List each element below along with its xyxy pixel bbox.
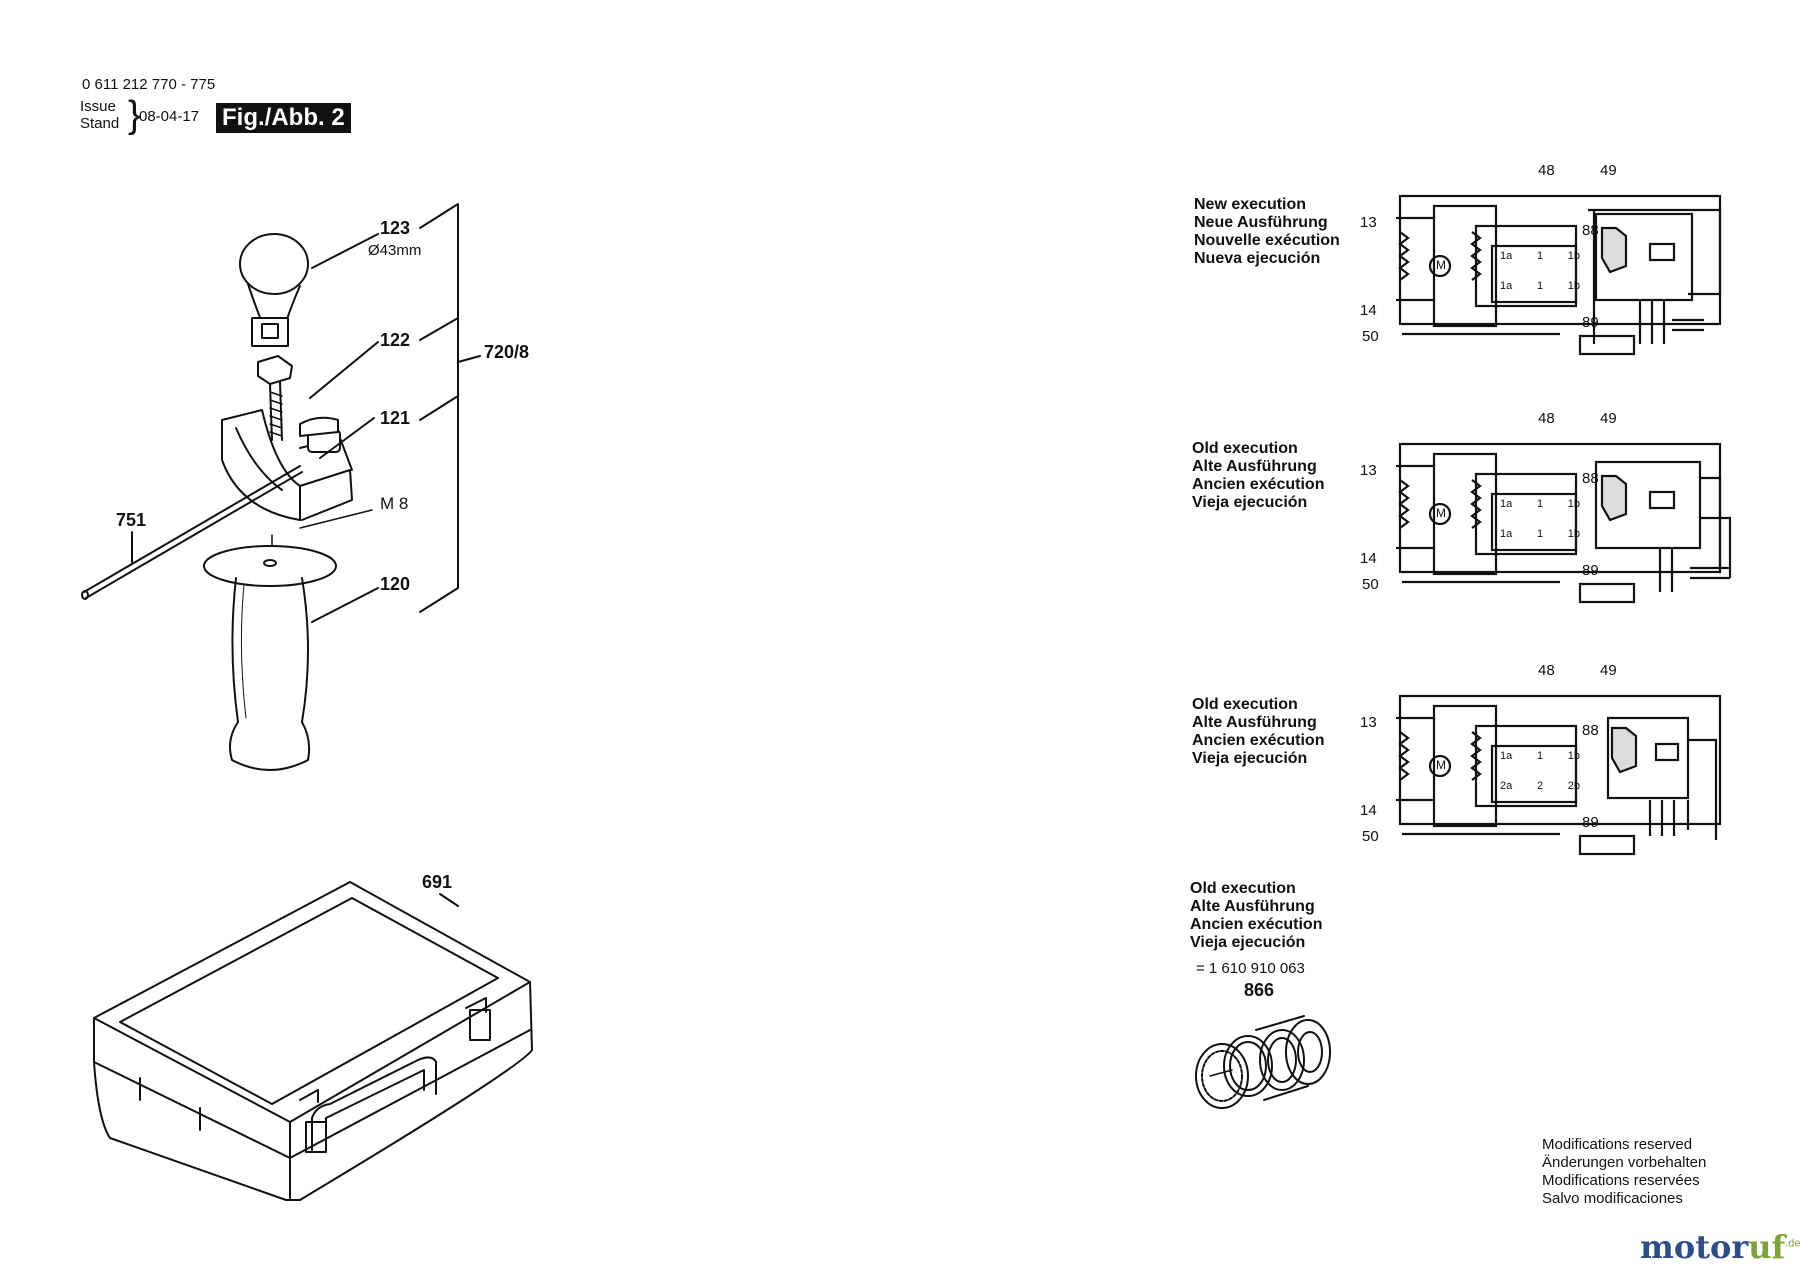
caption-old-execution-2: Old execution Alte Ausführung Ancien exé… <box>1192 696 1325 767</box>
carrying-case-part <box>93 881 533 1201</box>
wire-label-14: 14 <box>1360 302 1377 319</box>
wire-label-14: 14 <box>1360 550 1377 567</box>
wire-label-50: 50 <box>1362 828 1379 845</box>
circuit-old-execution-1 <box>1396 442 1732 604</box>
wire-label-13: 13 <box>1360 714 1377 731</box>
wire-label-89: 89 <box>1582 814 1599 831</box>
wire-label-48: 48 <box>1538 410 1555 427</box>
motor-symbol: M <box>1436 506 1446 520</box>
part-label-123: 123 <box>380 218 411 238</box>
part-diameter-123: Ø43mm <box>368 242 422 259</box>
figure-label: Fig./Abb. 2 <box>216 103 351 133</box>
issue-date: 08-04-17 <box>139 108 200 125</box>
wire-label-48: 48 <box>1538 162 1555 179</box>
modifications-note: Modifications reserved Änderungen vorbeh… <box>1542 1136 1707 1207</box>
wire-label-89: 89 <box>1582 314 1599 331</box>
wire-label-13: 13 <box>1360 462 1377 479</box>
part-label-120: 120 <box>380 574 411 594</box>
wire-label-49: 49 <box>1600 162 1617 179</box>
document-code: 0 611 212 770 - 775 <box>82 76 216 93</box>
wire-label-88: 88 <box>1582 470 1599 487</box>
wire-label-49: 49 <box>1600 662 1617 679</box>
screw-part <box>257 341 379 441</box>
site-logo: motoruf.de <box>1640 1228 1800 1266</box>
motor-symbol: M <box>1436 758 1446 772</box>
wire-label-88: 88 <box>1582 222 1599 239</box>
part-label-122: 122 <box>380 330 411 350</box>
bearing-set-part <box>1195 1015 1331 1109</box>
issue-label: Issue <box>80 98 116 115</box>
motor-symbol: M <box>1436 258 1446 272</box>
caption-old-execution-1: Old execution Alte Ausführung Ancien exé… <box>1192 440 1325 511</box>
part-label-751: 751 <box>116 510 147 530</box>
wire-label-49: 49 <box>1600 410 1617 427</box>
wire-label-88: 88 <box>1582 722 1599 739</box>
clamp-band-part <box>239 233 379 347</box>
group-bracket-720-8 <box>419 203 481 613</box>
stand-label: Stand <box>80 115 120 132</box>
wire-label-13: 13 <box>1360 214 1377 231</box>
wire-label-14: 14 <box>1360 802 1377 819</box>
circuit-old-execution-2 <box>1396 694 1722 856</box>
wire-label-89: 89 <box>1582 562 1599 579</box>
circuit-new-execution <box>1396 194 1722 356</box>
part-label-121: 121 <box>380 408 411 428</box>
part-label-720-8: 720/8 <box>484 342 530 362</box>
issue-stand-labels: Issue Stand <box>80 98 119 132</box>
caption-old-execution-866: Old execution Alte Ausführung Ancien exé… <box>1190 880 1323 951</box>
wire-label-48: 48 <box>1538 662 1555 679</box>
wire-label-50: 50 <box>1362 576 1379 593</box>
part-number-866-order: = 1 610 910 063 <box>1196 960 1305 977</box>
wire-label-50: 50 <box>1362 328 1379 345</box>
brace-glyph: } <box>128 94 141 136</box>
caption-new-execution: New execution Neue Ausführung Nouvelle e… <box>1194 196 1340 267</box>
part-label-866: 866 <box>1244 980 1275 1000</box>
depth-rod-part <box>81 465 303 600</box>
handle-part <box>203 545 379 771</box>
part-label-691: 691 <box>422 872 453 892</box>
holder-part <box>221 409 375 521</box>
part-label-m8: M 8 <box>380 494 409 513</box>
